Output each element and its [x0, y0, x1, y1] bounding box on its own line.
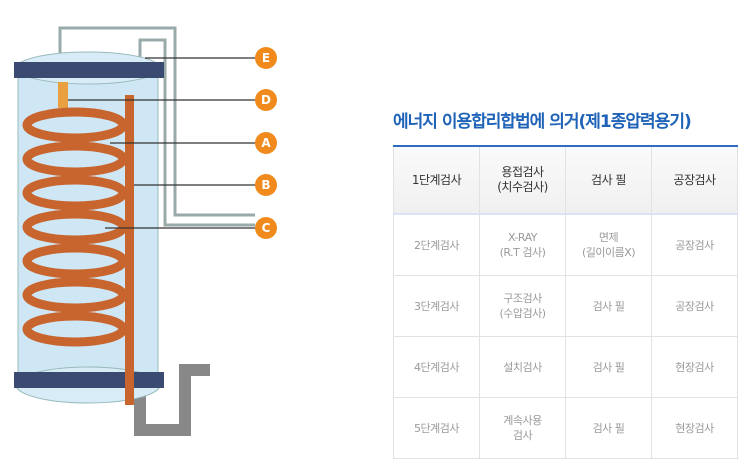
table-cell: 1단계검사 [393, 145, 480, 215]
coil-turn [22, 311, 128, 347]
svg-text:A: A [261, 136, 271, 150]
bottom-flange [14, 372, 164, 388]
table-cell: 공장검사 [651, 213, 738, 276]
coil-turn [22, 243, 128, 279]
table-cell: 3단계검사 [393, 275, 480, 337]
table-cell: 5단계검사 [393, 397, 480, 459]
table-cell: 검사 필 [565, 336, 652, 398]
table-cell: 공장검사 [651, 145, 738, 215]
label-e: E [255, 47, 277, 69]
table-cell: 구조검사(수압검사) [479, 275, 566, 337]
coil-turn [22, 141, 128, 177]
coil-turn [22, 175, 128, 211]
label-b: B [255, 174, 277, 196]
table-cell: 현장검사 [651, 336, 738, 398]
table-cell: 면제(길이이름X) [565, 213, 652, 276]
table-cell: 2단계검사 [393, 213, 480, 276]
copper-coil [22, 107, 128, 347]
tank-body [17, 69, 159, 381]
svg-text:E: E [262, 51, 270, 65]
table-cell: 검사 필 [565, 275, 652, 337]
table-cell: X-RAY(R.T 검사) [479, 213, 566, 276]
table-cell: 4단계검사 [393, 336, 480, 398]
table-cell: 공장검사 [651, 275, 738, 337]
top-flange [14, 62, 164, 78]
label-a: A [255, 132, 277, 154]
coil-turn [22, 107, 128, 143]
page-title: 에너지 이용합리합법에 의거(제1종압력용기) [393, 112, 692, 132]
svg-text:B: B [261, 178, 270, 192]
svg-text:C: C [262, 221, 271, 235]
table-cell: 용접검사(치수검사) [479, 145, 566, 215]
table-cell: 검사 필 [565, 397, 652, 459]
table-cell: 현장검사 [651, 397, 738, 459]
pipes [58, 26, 255, 436]
table-cell: 검사 필 [565, 145, 652, 215]
water-heater-diagram: E D A B C [14, 26, 277, 436]
coil-turn [22, 209, 128, 245]
leader-lines [68, 57, 255, 229]
label-d: D [255, 89, 277, 111]
table-cell: 설치검사 [479, 336, 566, 398]
svg-text:D: D [261, 93, 271, 107]
coil-turn [22, 277, 128, 313]
label-c: C [255, 217, 277, 239]
